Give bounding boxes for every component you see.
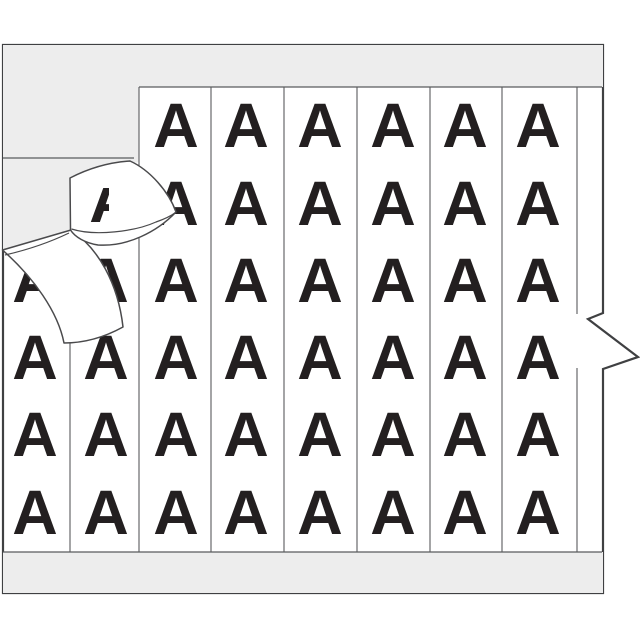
marker-letter: A [83, 478, 129, 548]
marker-letter: A [12, 478, 58, 548]
marker-letter: A [223, 478, 269, 548]
marker-letter: A [297, 478, 343, 548]
marker-letter: A [12, 323, 58, 393]
exposed-liner-area [3, 158, 139, 250]
marker-letter: A [297, 323, 343, 393]
marker-letter: A [515, 246, 561, 316]
marker-letter: A [515, 323, 561, 393]
marker-letter: A [370, 91, 416, 161]
marker-letter-grid: AAAAAAAAAAAAAAAAAAAAAAAAAAAAAAAAAAAAAAAA… [12, 91, 561, 548]
marker-letter: A [153, 323, 199, 393]
marker-letter: A [223, 246, 269, 316]
strip-dividers [69, 87, 578, 552]
marker-letter: A [153, 400, 199, 470]
marker-letter: A [515, 478, 561, 548]
peeling-label-lower-crease [4, 232, 70, 256]
marker-letter: A [83, 400, 129, 470]
marker-letter: A [297, 169, 343, 239]
top-liner-band [3, 45, 603, 158]
marker-letter: A [153, 478, 199, 548]
marker-letter: A [153, 91, 199, 161]
marker-letter: A [515, 169, 561, 239]
marker-letter: A [442, 478, 488, 548]
marker-letter: A [515, 91, 561, 161]
marker-letter: A [370, 169, 416, 239]
marker-letter: A [223, 323, 269, 393]
marker-letter: A [370, 478, 416, 548]
marker-letter: A [297, 400, 343, 470]
peeling-label-lower [1, 229, 124, 344]
marker-letter: A [223, 400, 269, 470]
bottom-liner-band [3, 552, 603, 593]
marker-letter: A [370, 400, 416, 470]
marker-letter: A [12, 400, 58, 470]
peeling-label-upper-crease [71, 212, 176, 234]
marker-letter: A [442, 400, 488, 470]
peeling-label-lower-face [1, 229, 124, 344]
marker-letter: A [442, 323, 488, 393]
peeling-label-partial-letter: A [89, 166, 135, 236]
marker-letter: A [297, 246, 343, 316]
marker-letter: A [223, 91, 269, 161]
marker-letter: A [153, 246, 199, 316]
marker-letter: A [370, 246, 416, 316]
peeling-label-upper: A [69, 160, 177, 246]
marker-letter: A [370, 323, 416, 393]
marker-letter: A [515, 400, 561, 470]
marker-letter: A [442, 91, 488, 161]
marker-letter: A [442, 246, 488, 316]
marker-letter: A [442, 169, 488, 239]
marker-letter: A [223, 169, 269, 239]
marker-letter: A [297, 91, 343, 161]
